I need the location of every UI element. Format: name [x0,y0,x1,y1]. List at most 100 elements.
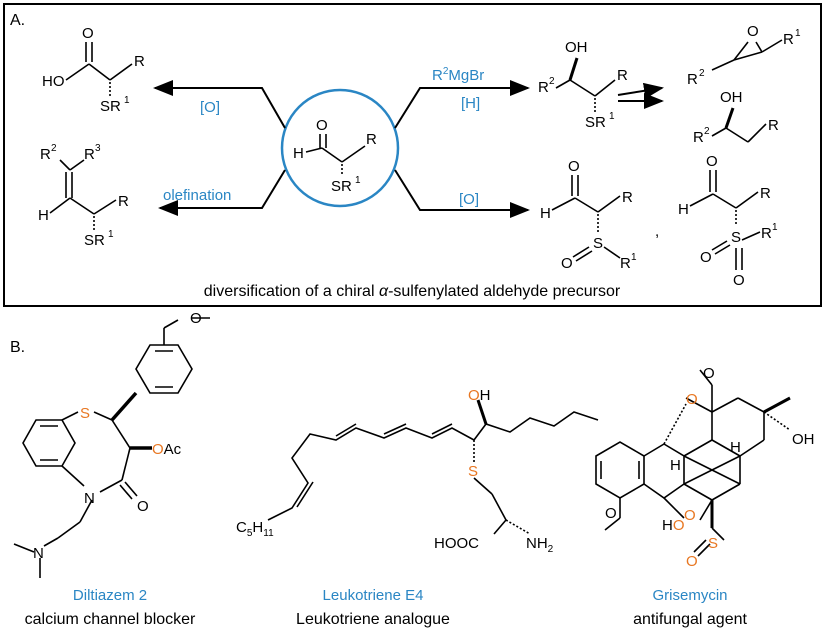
svg-text:O: O [684,507,696,524]
svg-text:O: O [747,23,759,40]
svg-text:H: H [670,457,681,474]
alkene-product: R 2 R 3 H R SR 1 [38,143,129,249]
svg-text:O: O [561,255,573,272]
svg-text:O: O [733,272,745,289]
svg-text:R: R [538,79,549,96]
svg-text:R: R [622,189,633,206]
compound-3-name: Grisemycin [652,587,727,604]
grisemycin-structure [595,369,791,557]
svg-text:R: R [761,225,772,242]
svg-text:H: H [730,439,741,456]
panel-a-frame [3,3,822,307]
arrow-grignard [394,80,530,129]
acid-product: O HO R SR 1 [42,25,145,115]
panel-a-label: A. [10,12,25,29]
svg-text:OAc: OAc [152,441,182,458]
svg-text:O: O [82,25,94,42]
svg-text:O: O [605,505,617,522]
svg-text:1: 1 [609,111,615,122]
compound-1-description: calcium channel blocker [25,611,196,628]
svg-text:R: R [134,53,145,70]
svg-text:SR: SR [100,98,121,115]
label-grignard: R2MgBr [432,66,484,84]
svg-text:R: R [693,129,704,146]
svg-text:R: R [687,71,698,88]
compound-2-description: Leukotriene analogue [296,611,450,628]
sulfoxide-product: O H R S O R 1 [540,158,637,272]
svg-text:R: R [84,146,95,163]
arrow-olefination [158,169,286,216]
svg-text:HOOC: HOOC [434,535,479,552]
svg-text:SR: SR [331,178,352,195]
diltiazem-structure [13,317,210,578]
svg-text:R: R [760,185,771,202]
svg-text:O: O [137,498,149,515]
svg-text:HO: HO [42,73,65,90]
svg-text:SR: SR [84,232,105,249]
svg-text:H: H [38,207,49,224]
svg-text:2: 2 [704,126,710,137]
panel-a-caption: diversification of a chiral α-sulfenylat… [204,283,621,300]
svg-text:O: O [568,158,580,175]
svg-text:R: R [366,131,377,148]
svg-text:O: O [686,553,698,570]
svg-text:OH: OH [468,387,491,404]
svg-text:R: R [617,67,628,84]
svg-text:1: 1 [124,95,130,106]
svg-text:OH: OH [792,431,815,448]
svg-text:N: N [84,490,95,507]
sulfone-product: O H R S R 1 O O [678,153,778,289]
svg-text:O: O [700,249,712,266]
svg-text:2: 2 [549,76,555,87]
precursor-circle [280,88,400,208]
svg-text:R: R [118,193,129,210]
svg-text:S: S [731,229,741,246]
svg-text:O: O [190,310,202,327]
svg-text:H: H [293,145,304,162]
svg-text:H: H [678,201,689,218]
svg-text:2: 2 [699,68,705,79]
svg-text:C5H11: C5H11 [236,519,274,539]
svg-text:R: R [783,31,794,48]
epoxide-product: O R 1 R 2 [687,23,801,88]
leukotriene-structure [267,399,599,535]
svg-text:O: O [703,365,715,382]
label-oxidation-sulfur: [O] [459,191,479,208]
svg-text:R: R [620,255,631,272]
label-reduction: [H] [461,95,480,112]
svg-text:1: 1 [631,252,637,263]
svg-text:S: S [593,235,603,252]
secondary-alcohol-product: OH R 2 R [693,89,779,146]
svg-text:O: O [686,391,698,408]
svg-text:R: R [40,146,51,163]
svg-text:2: 2 [51,143,57,154]
svg-text:O: O [316,117,328,134]
svg-text:1: 1 [355,175,361,186]
compound-2-name: Leukotriene E4 [323,587,424,604]
svg-text:3: 3 [95,143,101,154]
svg-text:1: 1 [795,28,801,39]
svg-text:S: S [468,463,478,480]
svg-text:SR: SR [585,114,606,131]
svg-text:1: 1 [772,222,778,233]
svg-text:1: 1 [108,229,114,240]
arrow-oxidation-acid [153,80,286,129]
svg-text:HO: HO [662,517,685,534]
alcohol-product: OH R 2 R SR 1 [538,39,628,131]
arrow-to-epoxide-1 [617,82,664,99]
svg-text:O: O [706,153,718,170]
arrow-oxidation-sulfur [394,169,530,218]
svg-text:S: S [80,405,90,422]
svg-text:OH: OH [565,39,588,56]
svg-text:OH: OH [720,89,743,106]
compound-3-description: antifungal agent [633,611,747,628]
label-olefination: olefination [163,187,231,204]
svg-text:S: S [708,535,718,552]
comma-separator: , [655,223,659,240]
label-oxidation-acid: [O] [200,99,220,116]
panel-b-label: B. [10,339,25,356]
compound-1-name: Diltiazem 2 [73,587,147,604]
svg-text:NH2: NH2 [526,535,554,555]
svg-text:R: R [768,117,779,134]
